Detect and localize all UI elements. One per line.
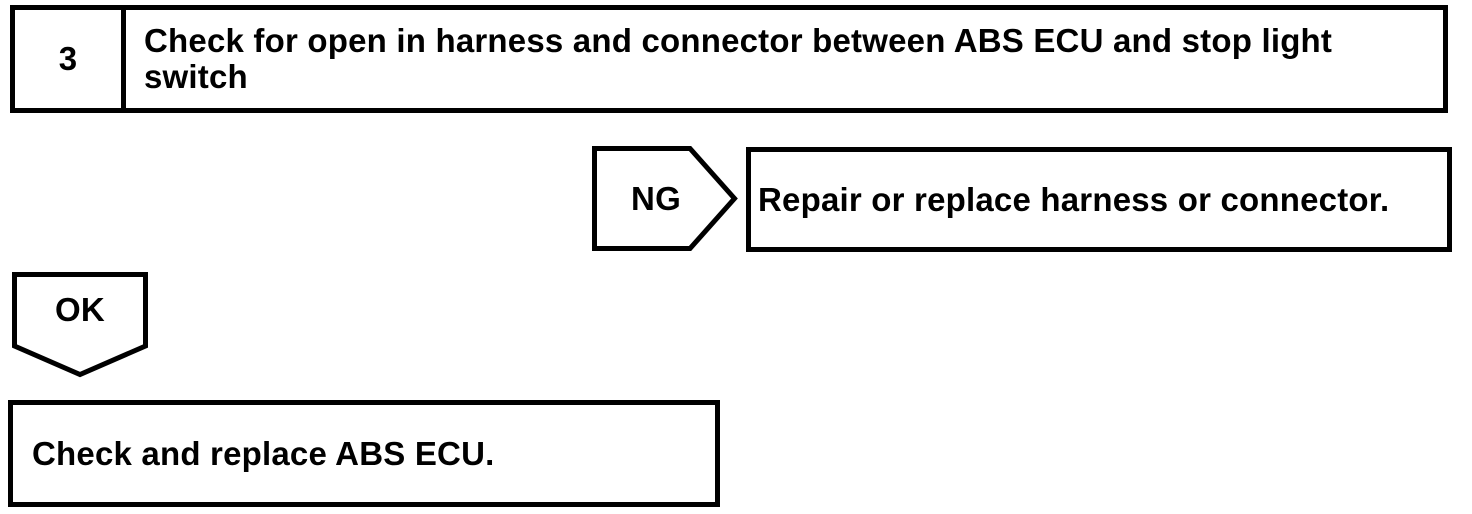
step-header-box: 3 Check for open in harness and connecto… [10,5,1448,113]
ok-action-text: Check and replace ABS ECU. [32,434,495,472]
ok-connector: OK [12,272,148,348]
ok-pentagon-outline [12,272,148,378]
step-title: Check for open in harness and connector … [144,22,1333,95]
step-number-cell: 3 [15,10,126,108]
ok-pentagon-shape [12,272,148,378]
step-number: 3 [58,40,78,77]
ok-label: OK [55,291,105,328]
step-title-cell: Check for open in harness and connector … [126,10,1443,108]
ng-action-box: Repair or replace harness or connector. [746,147,1452,252]
ng-pentagon-outline [592,146,738,251]
ok-action-box: Check and replace ABS ECU. [8,400,720,507]
ng-pentagon-shape [592,146,738,251]
ng-label: NG [631,179,681,217]
ng-connector: NG [592,146,720,251]
ng-action-text: Repair or replace harness or connector. [758,180,1390,218]
